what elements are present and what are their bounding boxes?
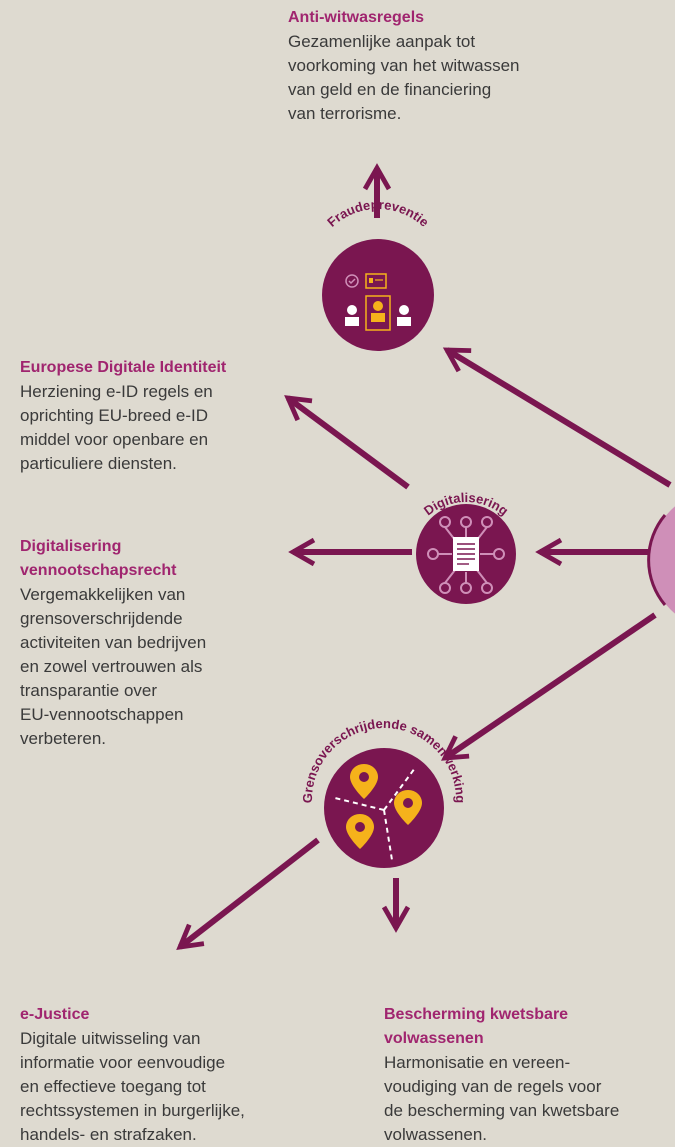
bescherming-body-line: volwassenen. — [384, 1125, 488, 1144]
arrow-to-eid — [284, 395, 410, 490]
eid-block: Europese Digitale Identiteit Herziening … — [20, 356, 300, 476]
bescherming-body-line: de bescherming van kwetsbare — [384, 1101, 620, 1120]
ejustice-title: e-Justice — [20, 1006, 90, 1023]
main-hub-ring — [647, 514, 667, 606]
vennootschap-block: Digitalisering vennootschapsrecht Vergem… — [20, 535, 290, 751]
hub-digitalisering: Digitalisering — [416, 490, 516, 604]
anti-witwas-body-line: van terrorisme. — [288, 104, 402, 123]
eid-body-line: Herziening e-ID regels en — [20, 382, 213, 401]
vennootschap-body-line: verbeteren. — [20, 729, 106, 748]
fraude-circle — [322, 239, 434, 351]
anti-witwas-block: Anti-witwasregels Gezamenlijke aanpak to… — [288, 6, 668, 126]
vennootschap-body-line: Vergemakkelijken van — [20, 585, 186, 604]
eid-body-line: middel voor openbare en — [20, 430, 209, 449]
ejustice-body-line: informatie voor eenvoudige — [20, 1053, 226, 1072]
ejustice-body-line: rechtssystemen in burgerlijke, — [20, 1101, 245, 1120]
arrow-to-ejustice — [176, 837, 320, 950]
vennootschap-title: vennootschapsrecht — [20, 562, 177, 579]
anti-witwas-title: Anti-witwasregels — [288, 9, 425, 26]
hub-fraudepreventie: Fraudepreventie — [322, 197, 434, 351]
ejustice-body-line: Digitale uitwisseling van — [20, 1029, 201, 1048]
ejustice-body-line: handels- en strafzaken. — [20, 1125, 197, 1144]
anti-witwas-body-line: Gezamenlijke aanpak tot — [288, 32, 476, 51]
eid-title: Europese Digitale Identiteit — [20, 359, 227, 376]
vennootschap-body-line: activiteiten van bedrijven — [20, 633, 207, 652]
hub-grensoverschrijdende-samenwerking: Grensoverschrijdende samenwerking — [300, 716, 468, 868]
vennootschap-title: Digitalisering — [20, 538, 122, 555]
vennootschap-body-line: transparantie over — [20, 681, 158, 700]
bescherming-title: Bescherming kwetsbare — [384, 1006, 569, 1023]
vennootschap-body-line: EU-vennootschappen — [20, 705, 184, 724]
map-location-pins-icon — [334, 764, 422, 861]
eid-body-line: particuliere diensten. — [20, 454, 177, 473]
bescherming-block: Bescherming kwetsbare volwassenen Harmon… — [384, 1003, 674, 1147]
bescherming-body-line: Harmonisatie en vereen- — [384, 1053, 571, 1072]
arrow-main-to-fraude — [442, 347, 672, 488]
ejustice-block: e-Justice Digitale uitwisseling van info… — [20, 1003, 350, 1147]
grens-circle — [324, 748, 444, 868]
vennootschap-body-line: en zowel vertrouwen als — [20, 657, 203, 676]
bescherming-title: volwassenen — [384, 1030, 484, 1047]
bescherming-body-line: voudiging van de regels voor — [384, 1077, 602, 1096]
main-hub-circle — [650, 506, 675, 614]
anti-witwas-body-line: van geld en de financiering — [288, 80, 492, 99]
anti-witwas-body-line: voorkoming van het witwassen — [288, 56, 520, 75]
identity-verification-icon — [345, 273, 411, 331]
vennootschap-body-line: grensoverschrijdende — [20, 609, 183, 628]
arrow-main-to-grens — [441, 612, 657, 761]
ejustice-body-line: en effectieve toegang tot — [20, 1077, 206, 1096]
eid-body-line: oprichting EU-breed e-ID — [20, 406, 209, 425]
